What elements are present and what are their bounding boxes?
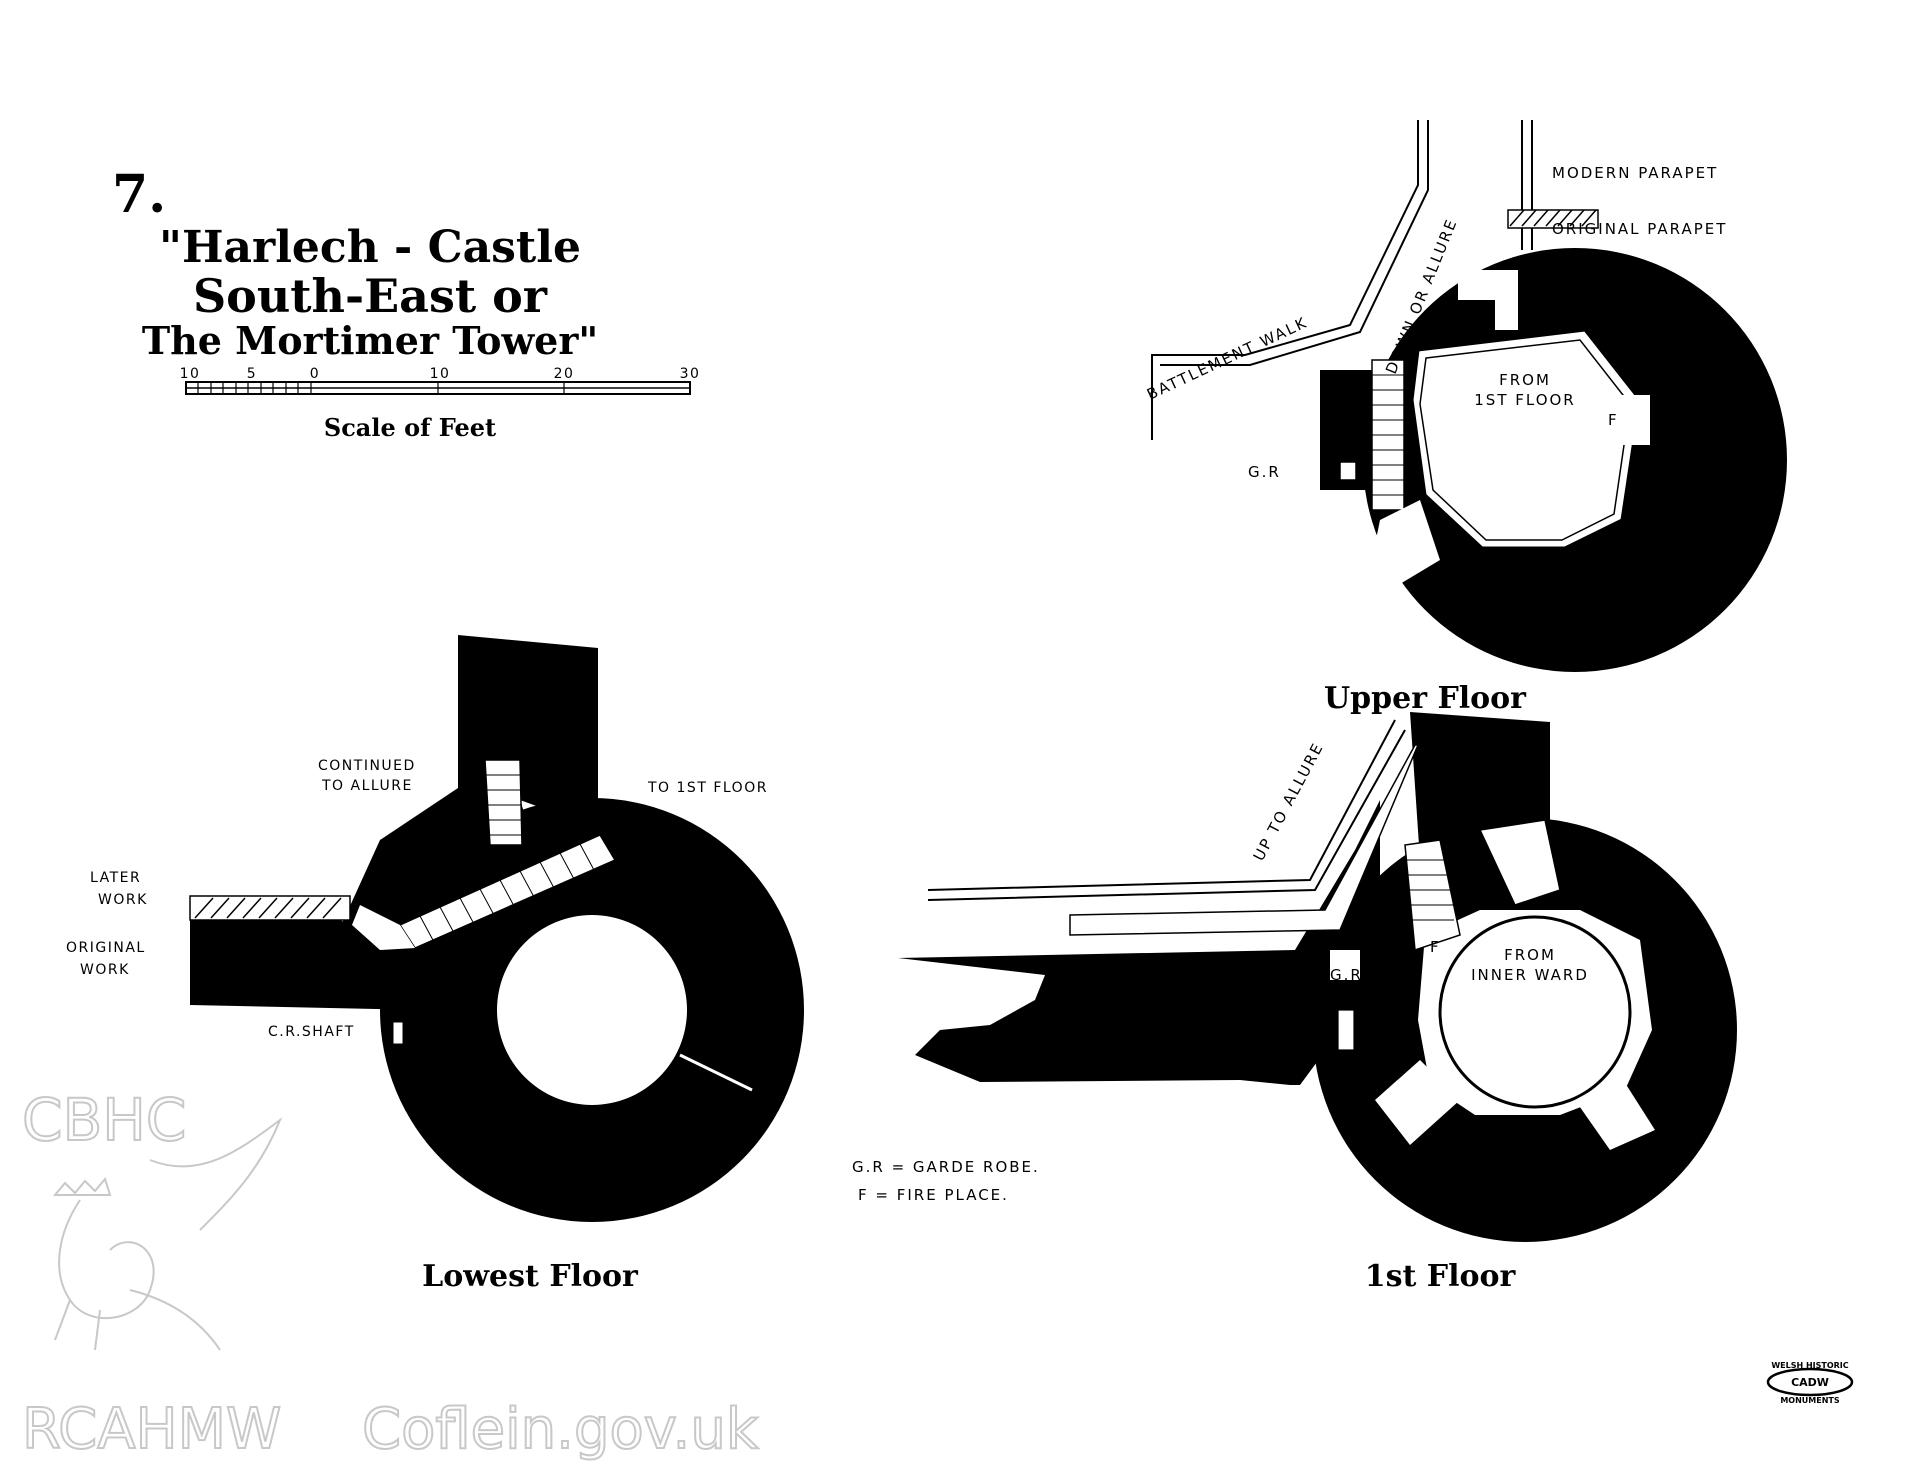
cr-shaft-label: C.R.SHAFT	[268, 1024, 355, 1040]
upper-floor-caption: Upper Floor	[1324, 681, 1527, 716]
from-1st-floor-label-a: FROM	[1499, 371, 1551, 389]
scale-label: Scale of Feet	[324, 413, 496, 442]
stamp-top-text: WELSH HISTORIC	[1771, 1361, 1848, 1370]
stamp-bottom-text: MONUMENTS	[1780, 1396, 1840, 1405]
later-work-label-a: LATER	[90, 870, 141, 886]
lowest-floor-plan	[189, 635, 804, 1222]
key-line-1: G.R = GARDE ROBE.	[852, 1158, 1040, 1176]
scale-tick-10-left: 10	[180, 366, 201, 382]
cadw-stamp	[1766, 1367, 1854, 1397]
later-work-label-b: WORK	[98, 892, 148, 908]
original-work-label-a: ORIGINAL	[66, 940, 146, 956]
scale-tick-20: 20	[554, 366, 575, 382]
scale-tick-0: 0	[310, 366, 320, 382]
title-line-1: "Harlech - Castle	[159, 222, 581, 273]
first-fire-place-label: F	[1430, 938, 1441, 956]
first-garde-robe-label: G.R	[1330, 966, 1363, 984]
modern-parapet-label: MODERN PARAPET	[1552, 164, 1718, 182]
lowest-floor-caption: Lowest Floor	[422, 1259, 639, 1294]
watermark-coflein: Coflein.gov.uk	[362, 1397, 759, 1462]
watermark-cbhc: CBHC	[22, 1086, 186, 1154]
watermark-rcahmw: RCAHMW	[22, 1397, 281, 1462]
first-floor-plan	[898, 712, 1737, 1242]
scale-bar	[185, 381, 691, 395]
original-parapet-label: ORIGINAL PARAPET	[1552, 220, 1727, 238]
from-inner-ward-label-b: INNER WARD	[1471, 966, 1589, 984]
upper-garde-robe-label: G.R	[1248, 463, 1281, 481]
from-1st-floor-label-b: 1ST FLOOR	[1474, 391, 1575, 409]
title-line-3: The Mortimer Tower"	[142, 318, 598, 363]
from-inner-ward-label-a: FROM	[1504, 946, 1556, 964]
first-floor-caption: 1st Floor	[1365, 1259, 1517, 1294]
scale-tick-5: 5	[247, 366, 257, 382]
scale-tick-10: 10	[430, 366, 451, 382]
up-to-allure-label: UP TO ALLURE	[1250, 739, 1328, 864]
plate-number: 7.	[112, 164, 166, 225]
continued-label-b: TO ALLURE	[321, 778, 413, 794]
upper-floor-plan	[1151, 120, 1787, 672]
to-1st-floor-label: TO 1ST FLOOR	[647, 780, 768, 796]
to-upper-floor-label: TO UPPER FLOOR	[1386, 918, 1402, 1061]
key-line-2: F = FIRE PLACE.	[858, 1186, 1009, 1204]
dragon-watermark-icon	[52, 1117, 283, 1351]
battlement-walk-label: BATTLEMENT WALK	[1144, 313, 1311, 403]
title-line-2: South-East or	[193, 269, 548, 323]
continued-label-a: CONTINUED	[318, 758, 416, 774]
original-work-label-b: WORK	[80, 962, 130, 978]
stamp-middle-text: CADW	[1791, 1376, 1829, 1389]
upper-fire-place-label: F	[1608, 411, 1619, 429]
scale-tick-30: 30	[680, 366, 701, 382]
